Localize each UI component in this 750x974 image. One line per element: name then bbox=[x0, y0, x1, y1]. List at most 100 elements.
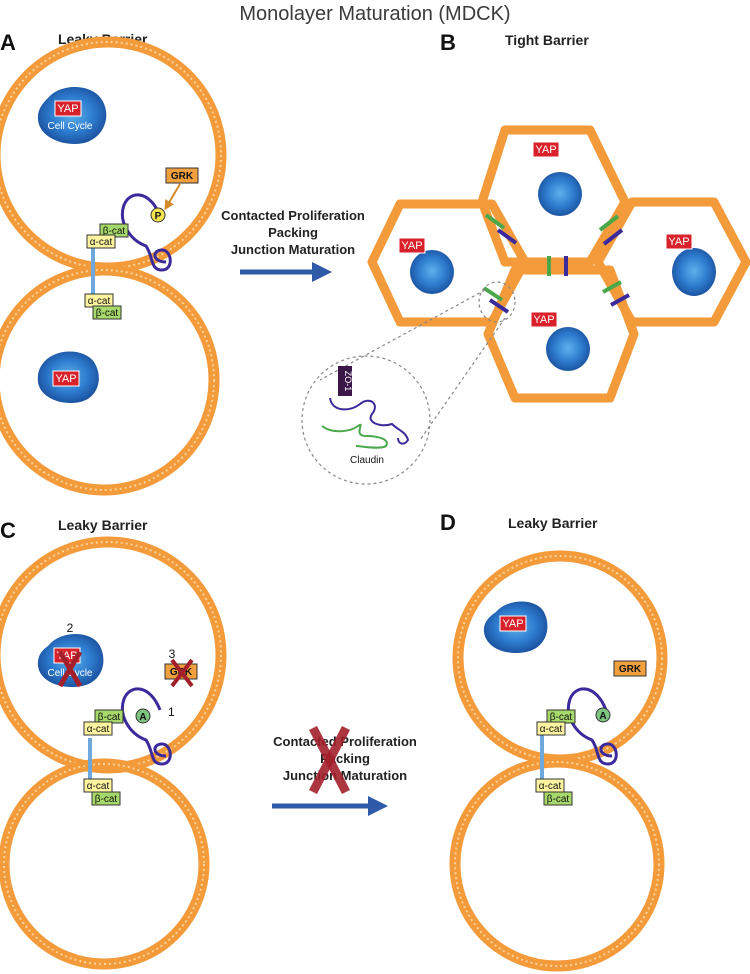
zo1-box bbox=[338, 366, 352, 396]
phospho-marker bbox=[150, 207, 166, 223]
a-label: A bbox=[139, 712, 146, 723]
zoom-circle bbox=[301, 355, 431, 485]
zo1-bar bbox=[488, 298, 510, 314]
alpha-cat-label: α-cat bbox=[87, 781, 110, 792]
membrane-texture bbox=[454, 761, 660, 967]
alpha-cat-label: α-cat bbox=[540, 724, 563, 735]
process-top: Contacted Proliferation Packing Junction… bbox=[221, 208, 365, 282]
yap-label: YAP bbox=[57, 103, 78, 115]
zo1-label: ZO-1 bbox=[343, 371, 353, 392]
claudin-protein-zoom bbox=[321, 423, 388, 449]
zo1-protein bbox=[121, 687, 172, 766]
panel-a: A Leaky Barrier YAP Cell Cycle YAP GRK P… bbox=[0, 30, 227, 496]
yap-box bbox=[54, 100, 82, 117]
inhibition-x bbox=[170, 658, 194, 688]
cell-cycle-label: Cell Cycle bbox=[47, 121, 92, 132]
membrane-texture bbox=[0, 269, 215, 491]
alpha-cat-label: α-cat bbox=[539, 781, 562, 792]
claudin-bar bbox=[482, 286, 504, 302]
beta-cat-label: β-cat bbox=[98, 712, 121, 723]
beta-cat-label: β-cat bbox=[547, 794, 570, 805]
nucleus bbox=[672, 248, 716, 296]
grk-label: GRK bbox=[619, 664, 642, 675]
alpha-cat-box bbox=[83, 721, 113, 736]
yap-box bbox=[52, 370, 80, 387]
panel-d-subtitle: Leaky Barrier bbox=[508, 515, 598, 531]
claudin-label: Claudin bbox=[350, 455, 384, 466]
yap-label: YAP bbox=[533, 314, 554, 326]
x-stroke bbox=[309, 725, 350, 795]
yap-label: YAP bbox=[55, 373, 76, 385]
membrane-texture bbox=[0, 41, 222, 269]
x-stroke bbox=[57, 650, 83, 688]
grk-box bbox=[165, 167, 199, 184]
panel-d: D Leaky Barrier YAP GRK A β-cat α-cat α-… bbox=[440, 510, 668, 972]
claudin-bar bbox=[484, 213, 506, 230]
alpha-cat-box bbox=[86, 234, 116, 249]
membrane-texture bbox=[457, 555, 663, 761]
yap-box bbox=[530, 311, 558, 328]
marker-number-2: 2 bbox=[67, 621, 74, 635]
claudin-bar bbox=[598, 214, 620, 232]
yap-box bbox=[532, 141, 560, 158]
process-line-3: Junction Maturation bbox=[231, 242, 355, 257]
a-label: A bbox=[599, 711, 606, 722]
marker-number-3: 3 bbox=[169, 647, 176, 661]
panel-c-subtitle: Leaky Barrier bbox=[58, 517, 148, 533]
zo1-protein bbox=[121, 193, 172, 272]
x-stroke bbox=[170, 658, 194, 688]
grk-box bbox=[613, 660, 647, 677]
zo1-bar bbox=[496, 228, 518, 245]
beta-cat-label: β-cat bbox=[95, 794, 118, 805]
beta-cat-label: β-cat bbox=[96, 308, 119, 319]
process-line-3: Junction Maturation bbox=[283, 768, 407, 783]
nucleus bbox=[546, 327, 590, 371]
alpha-cat-label: α-cat bbox=[90, 237, 113, 248]
hex-cell-bottom bbox=[483, 265, 639, 403]
zo1-bar bbox=[610, 293, 630, 307]
yap-box bbox=[499, 615, 527, 632]
beta-cat-box bbox=[91, 791, 121, 806]
figure-title: Monolayer Maturation (MDCK) bbox=[239, 3, 510, 25]
zo1-protein bbox=[567, 687, 618, 766]
zoom-line bbox=[319, 289, 486, 381]
beta-cat-label: β-cat bbox=[550, 712, 573, 723]
zoom-source bbox=[478, 281, 516, 323]
panel-b-subtitle: Tight Barrier bbox=[505, 32, 589, 48]
yap-label: YAP bbox=[401, 240, 422, 252]
zo1-bar bbox=[602, 228, 624, 246]
beta-cat-label: β-cat bbox=[103, 226, 126, 237]
marker-number-1: 1 bbox=[168, 705, 175, 719]
panel-c: C Leaky Barrier 2 YAP Cell Cycle 3 GRK A… bbox=[0, 517, 227, 970]
process-line-1: Contacted Proliferation bbox=[221, 208, 365, 223]
yap-box bbox=[665, 233, 693, 250]
yap-label: YAP bbox=[668, 236, 689, 248]
phospho-label: P bbox=[155, 211, 162, 222]
grk-arrow bbox=[164, 183, 181, 211]
process-bottom: Contacted Proliferation Packing Junction… bbox=[272, 725, 417, 816]
process-line-1: Contacted Proliferation bbox=[273, 734, 417, 749]
beta-cat-box bbox=[543, 791, 573, 806]
alpha-cat-box bbox=[536, 721, 566, 736]
nucleus bbox=[410, 250, 454, 294]
yap-label: YAP bbox=[535, 144, 556, 156]
alpha-cat-label: α-cat bbox=[88, 296, 111, 307]
blocked-x bbox=[309, 725, 350, 795]
panel-d-label: D bbox=[440, 510, 456, 535]
membrane-texture bbox=[3, 763, 205, 965]
junction-markers bbox=[482, 213, 630, 314]
yap-box bbox=[398, 237, 426, 254]
alpha-cat-label: α-cat bbox=[87, 724, 110, 735]
membrane-texture bbox=[0, 541, 222, 769]
panel-b: B Tight Barrier YAP YAP Y bbox=[301, 30, 750, 485]
panel-a-label: A bbox=[0, 30, 16, 55]
grk-label: GRK bbox=[171, 171, 194, 182]
claudin-bar bbox=[602, 280, 622, 294]
zo1-protein-zoom bbox=[329, 397, 410, 445]
yap-label: YAP bbox=[502, 618, 523, 630]
nucleus bbox=[538, 172, 582, 216]
inhibition-x bbox=[57, 650, 83, 688]
a-marker bbox=[595, 707, 611, 723]
